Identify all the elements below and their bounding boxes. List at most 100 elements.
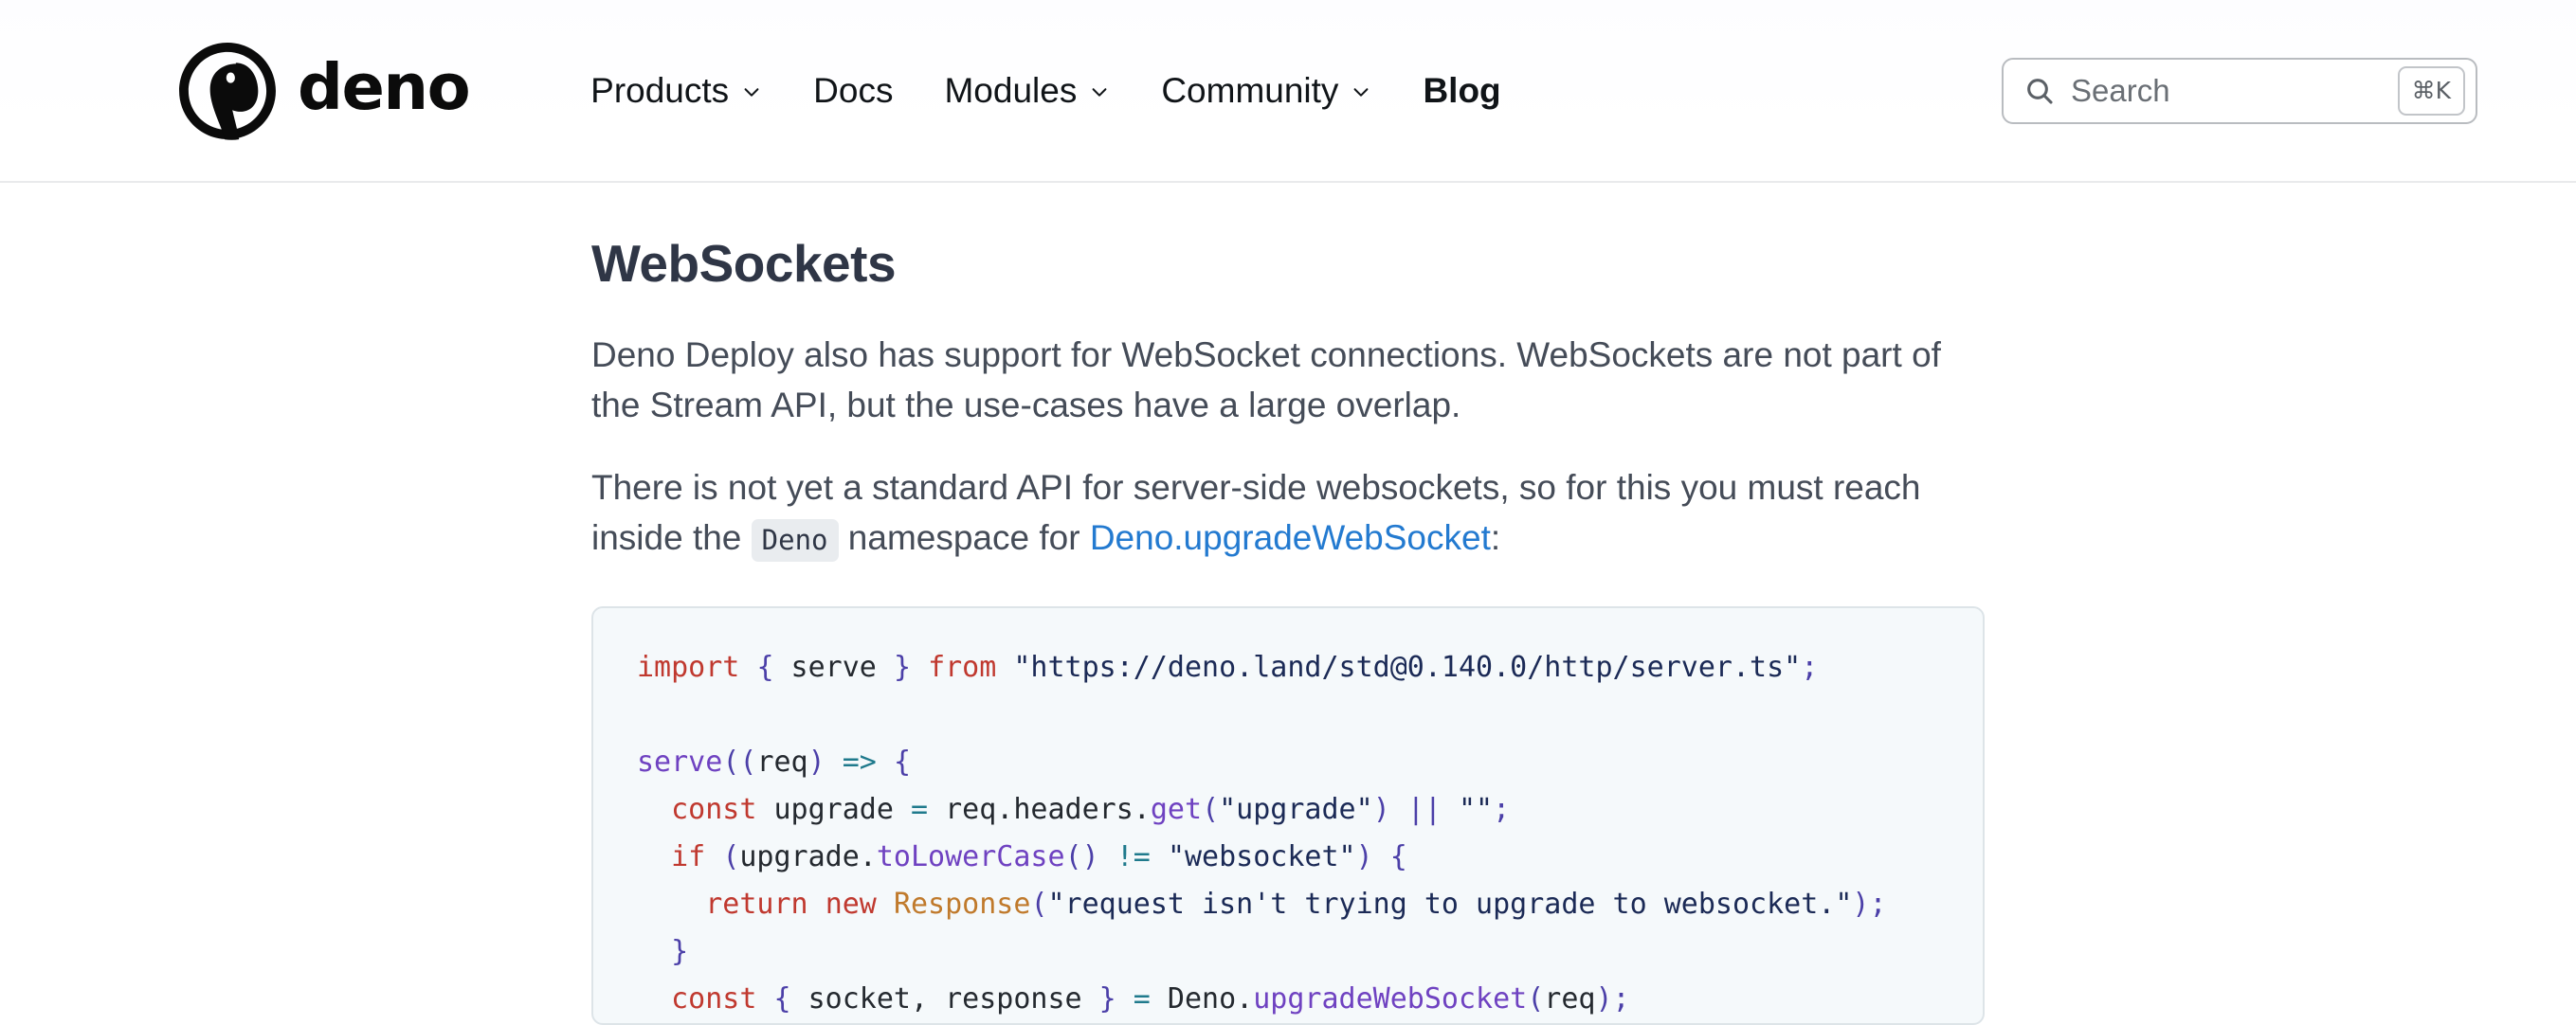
code-token	[756, 982, 773, 1016]
code-token: ||	[1406, 793, 1442, 827]
code-token: {	[773, 982, 791, 1016]
code-token: =>	[842, 746, 877, 780]
code-block[interactable]: import { serve } from "https://deno.land…	[591, 606, 1985, 1025]
nav-item-blog[interactable]: Blog	[1397, 62, 1526, 119]
code-token: {	[893, 746, 911, 780]
code-token: upgrade.	[739, 840, 877, 874]
code-token: upgrade	[756, 793, 911, 827]
code-token: "upgrade"	[1219, 793, 1373, 827]
doc-link[interactable]: Deno.upgradeWebSocket	[1089, 517, 1491, 557]
code-token: !=	[1116, 840, 1151, 874]
code-token: "https://deno.land/std@0.140.0/http/serv…	[1013, 651, 1802, 685]
code-token: {	[756, 651, 774, 685]
code-token	[1151, 840, 1168, 873]
code-token: ;	[1493, 793, 1511, 827]
deno-dinosaur-logo-icon	[178, 42, 277, 140]
code-token	[996, 651, 1013, 684]
chevron-down-icon	[1351, 81, 1371, 102]
code-token: =	[911, 793, 929, 827]
code-token	[637, 935, 671, 968]
code-token	[739, 651, 756, 684]
code-token	[637, 793, 671, 826]
code-token: socket, response	[790, 982, 1099, 1016]
site-header: deno Products Docs Modules Community Blo…	[0, 0, 2576, 183]
code-token: Response	[893, 888, 1031, 922]
code-token: const	[671, 793, 757, 827]
code-token: }	[1098, 982, 1116, 1016]
code-token: "request isn't trying to upgrade to webs…	[1047, 888, 1853, 922]
code-token	[637, 840, 671, 873]
nav-item-products[interactable]: Products	[565, 62, 788, 119]
search-shortcut-badge[interactable]: ⌘K	[2397, 65, 2465, 116]
code-token: (	[1030, 888, 1048, 922]
nav-item-label: Modules	[944, 71, 1078, 110]
code-token: const	[671, 982, 757, 1016]
code-token: )	[1355, 840, 1373, 874]
code-token	[637, 888, 705, 921]
code-token	[1390, 793, 1407, 826]
code-token: {	[1389, 840, 1407, 874]
code-token: serve	[773, 651, 894, 685]
nav-item-label: Blog	[1423, 71, 1501, 110]
chevron-down-icon	[1089, 81, 1110, 102]
code-token: ""	[1459, 793, 1494, 827]
code-token: if	[671, 840, 706, 874]
code-token: serve	[637, 746, 723, 780]
code-token: from	[928, 651, 997, 685]
search-input[interactable]: Search ⌘K	[2002, 57, 2477, 124]
page-title: WebSockets	[591, 234, 897, 293]
inline-code: Deno	[751, 518, 839, 562]
paragraph-upgrade-note: There is not yet a standard API for serv…	[591, 463, 1985, 563]
code-token: req	[756, 746, 808, 780]
article-content: WebSockets Deno Deploy also has support …	[591, 232, 1985, 1025]
code-token	[1116, 982, 1134, 1016]
code-token	[1099, 840, 1116, 873]
code-token: );	[1595, 982, 1630, 1016]
nav-item-label: Products	[590, 71, 730, 110]
brand-home-link[interactable]: deno	[178, 42, 471, 140]
code-token: get	[1150, 793, 1203, 827]
code-token: (	[1202, 793, 1220, 827]
code-token	[877, 888, 894, 921]
code-token: ((	[722, 746, 757, 780]
nav-item-label: Docs	[813, 71, 894, 110]
code-token: return	[705, 888, 808, 922]
nav-item-label: Community	[1161, 71, 1339, 110]
nav-item-modules[interactable]: Modules	[918, 62, 1135, 119]
code-token	[705, 840, 722, 873]
chevron-down-icon	[741, 81, 762, 102]
code-token	[1442, 793, 1459, 826]
code-token	[1373, 840, 1390, 873]
main-navigation: Products Docs Modules Community Blog	[565, 62, 1527, 119]
search-area: Search ⌘K	[2002, 57, 2477, 124]
code-token	[825, 746, 843, 779]
code-token: }	[893, 651, 911, 685]
code-token: ;	[1801, 651, 1819, 685]
code-token: )	[807, 746, 825, 780]
code-content: import { serve } from "https://deno.land…	[637, 644, 1983, 1023]
code-token: ()	[1064, 840, 1099, 874]
code-token: =	[1133, 982, 1151, 1016]
search-icon	[2024, 76, 2055, 106]
code-token	[911, 651, 928, 684]
code-token: Deno.	[1150, 982, 1254, 1016]
code-token: )	[1372, 793, 1390, 827]
code-token: );	[1852, 888, 1887, 922]
code-token: req.headers.	[928, 793, 1151, 827]
search-placeholder: Search	[2071, 73, 2170, 108]
code-token	[877, 746, 894, 779]
nav-item-docs[interactable]: Docs	[788, 62, 918, 119]
code-token	[808, 888, 825, 921]
code-token: import	[637, 651, 740, 685]
code-token: (	[722, 840, 740, 874]
code-token: req	[1544, 982, 1596, 1016]
code-token: upgradeWebSocket	[1253, 982, 1528, 1016]
paragraph-intro: Deno Deploy also has support for WebSock…	[591, 335, 1941, 424]
code-token: toLowerCase	[876, 840, 1065, 874]
code-token: "websocket"	[1167, 840, 1356, 874]
code-token: }	[671, 935, 689, 969]
code-token: (	[1527, 982, 1545, 1016]
nav-item-community[interactable]: Community	[1135, 62, 1397, 119]
page-body: WebSockets Deno Deploy also has support …	[0, 183, 2576, 1025]
code-token: new	[825, 888, 877, 922]
